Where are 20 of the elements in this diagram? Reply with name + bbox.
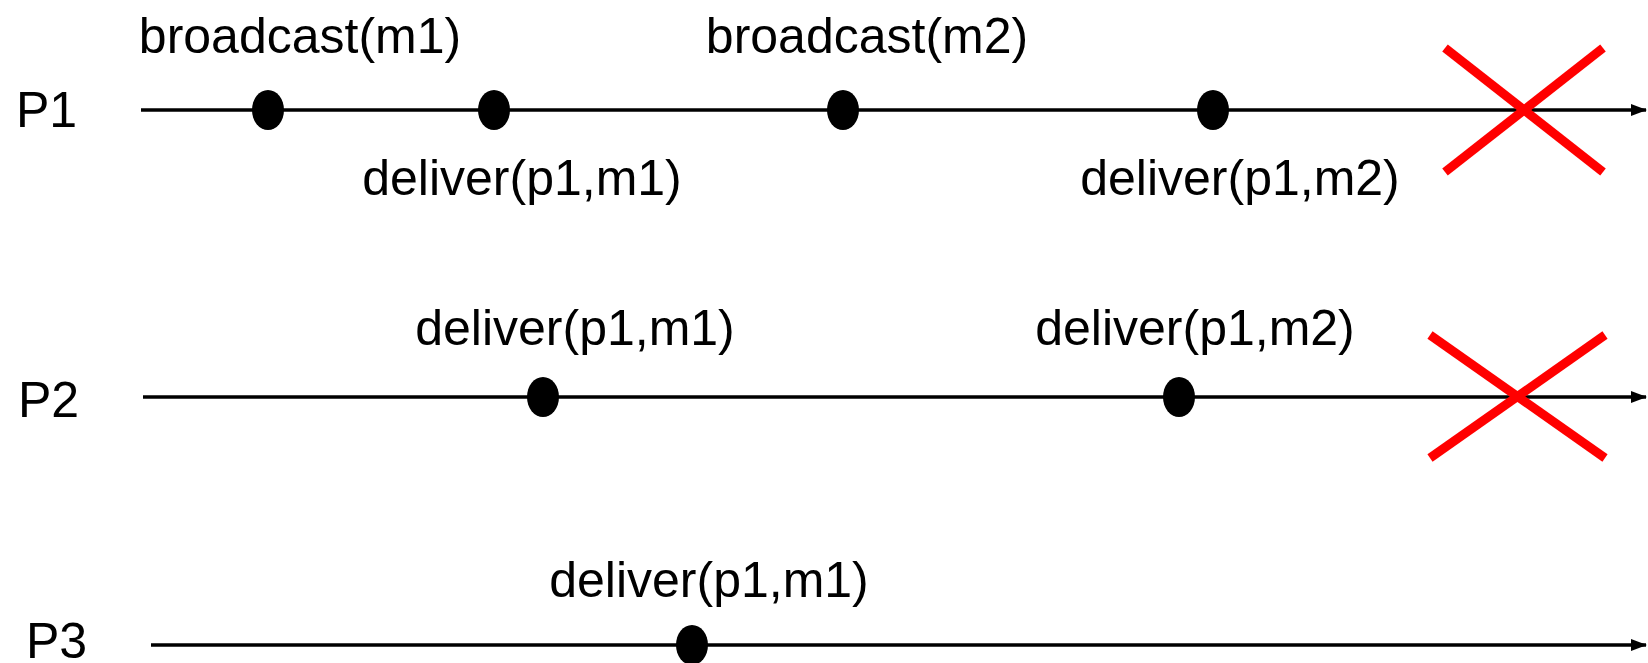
event-dot <box>676 625 708 663</box>
event-dot <box>527 377 559 417</box>
process-label: P2 <box>18 372 143 428</box>
event-label: deliver(p1,m2) <box>1080 150 1400 206</box>
timeline-arrow <box>151 639 1647 651</box>
event-label: broadcast(m2) <box>705 8 1029 64</box>
event-label: deliver(p1,m1) <box>415 300 735 356</box>
event-dot <box>1163 377 1195 417</box>
event-label: deliver(p1,m1) <box>362 150 682 206</box>
event-dot <box>478 90 510 130</box>
process-label: P3 <box>26 613 151 663</box>
event-label: broadcast(m1) <box>138 8 462 64</box>
event-label: deliver(p1,m1) <box>549 552 869 608</box>
event-dot <box>827 90 859 130</box>
event-dot <box>1197 90 1229 130</box>
process-label: P1 <box>16 82 141 138</box>
event-dot <box>252 90 284 130</box>
timeline-arrow <box>143 391 1647 403</box>
event-label: deliver(p1,m2) <box>1035 300 1355 356</box>
timeline-arrow <box>141 104 1647 116</box>
